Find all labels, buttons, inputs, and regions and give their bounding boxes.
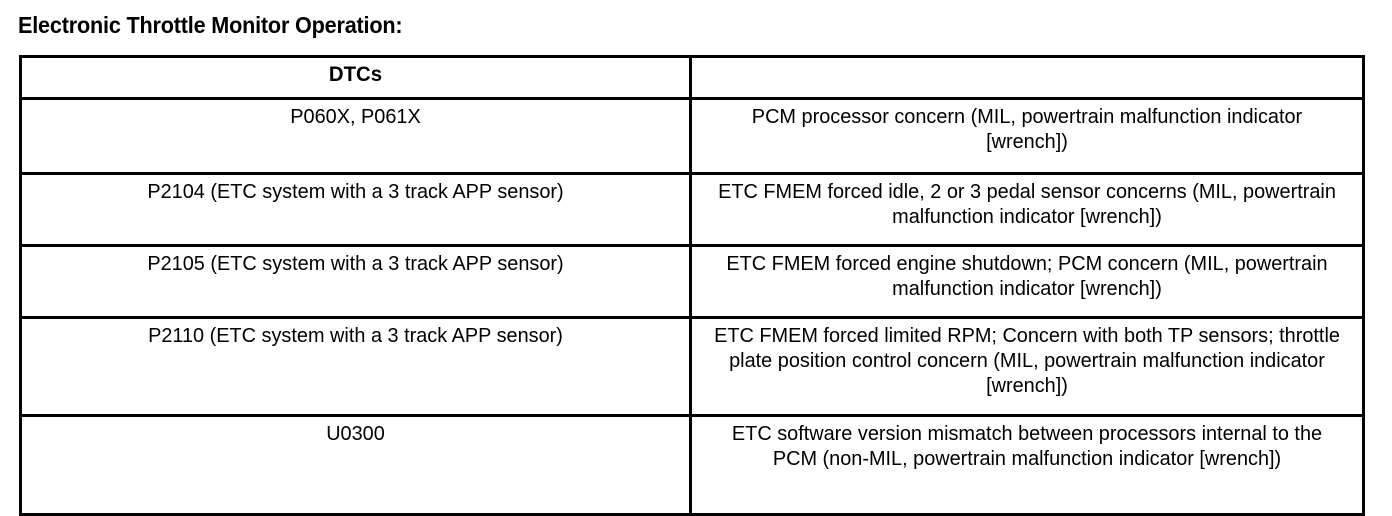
cell-dtc: P2110 (ETC system with a 3 track APP sen…	[19, 316, 692, 417]
column-header-dtcs: DTCs	[19, 55, 692, 100]
cell-description: ETC software version mismatch between pr…	[689, 414, 1365, 516]
dtc-description: ETC FMEM forced limited RPM; Concern wit…	[714, 324, 1340, 397]
dtc-description: ETC FMEM forced engine shutdown; PCM con…	[726, 252, 1328, 300]
dtc-description: ETC software version mismatch between pr…	[731, 422, 1323, 470]
dtc-code: P2105 (ETC system with a 3 track APP sen…	[147, 252, 564, 275]
cell-description: ETC FMEM forced limited RPM; Concern wit…	[689, 316, 1365, 417]
dtc-table: DTCs P060X, P061X PCM processor concern …	[19, 55, 1365, 516]
cell-dtc: P2104 (ETC system with a 3 track APP sen…	[19, 172, 692, 247]
table-row: P2104 (ETC system with a 3 track APP sen…	[19, 172, 1365, 247]
table-row: P2105 (ETC system with a 3 track APP sen…	[19, 244, 1365, 319]
cell-description: PCM processor concern (MIL, powertrain m…	[689, 97, 1365, 175]
table-row: P060X, P061X PCM processor concern (MIL,…	[19, 97, 1365, 175]
column-header-description	[689, 55, 1365, 100]
table-row: U0300 ETC software version mismatch betw…	[19, 414, 1365, 516]
cell-dtc: U0300	[19, 414, 692, 516]
dtc-description: ETC FMEM forced idle, 2 or 3 pedal senso…	[718, 180, 1336, 228]
dtc-code: U0300	[326, 422, 385, 445]
table-header-row: DTCs	[19, 55, 1365, 100]
dtc-code: P2110 (ETC system with a 3 track APP sen…	[148, 324, 563, 347]
column-header-dtcs-label: DTCs	[328, 63, 383, 86]
dtc-code: P2104 (ETC system with a 3 track APP sen…	[147, 180, 564, 203]
dtc-code: P060X, P061X	[290, 105, 421, 128]
dtc-table-container: DTCs P060X, P061X PCM processor concern …	[19, 55, 1365, 516]
column-header-description-label	[710, 62, 1344, 87]
cell-dtc: P060X, P061X	[19, 97, 692, 175]
cell-dtc: P2105 (ETC system with a 3 track APP sen…	[19, 244, 692, 319]
table-row: P2110 (ETC system with a 3 track APP sen…	[19, 316, 1365, 417]
dtc-description: PCM processor concern (MIL, powertrain m…	[751, 105, 1303, 153]
cell-description: ETC FMEM forced idle, 2 or 3 pedal senso…	[689, 172, 1365, 247]
cell-description: ETC FMEM forced engine shutdown; PCM con…	[689, 244, 1365, 319]
page-title: Electronic Throttle Monitor Operation:	[18, 12, 403, 38]
